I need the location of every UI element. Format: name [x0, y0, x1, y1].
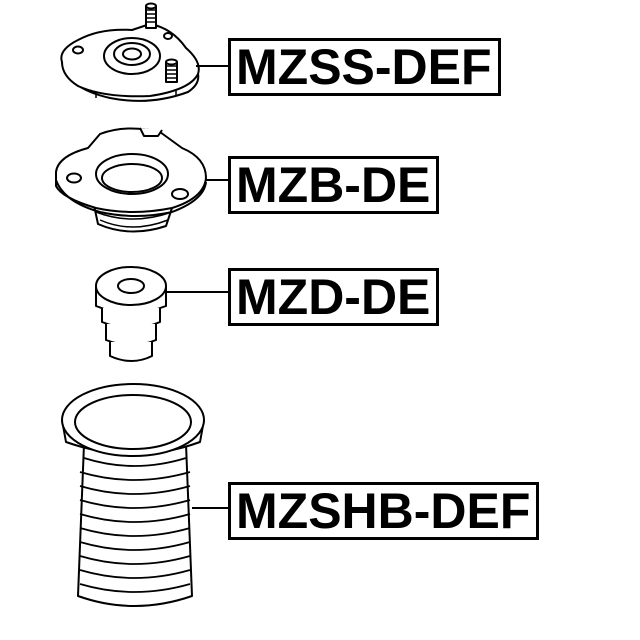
bump-stop-drawing — [95, 266, 167, 362]
part-code-label-bump-stop: MZD-DE — [228, 268, 440, 326]
shock-boot-drawing — [61, 383, 205, 607]
part-code-label-shock-boot: MZSHB-DEF — [228, 482, 540, 540]
leader-lines — [166, 65, 228, 509]
part-code-label-strut-bearing: MZB-DE — [228, 156, 440, 214]
strut-mount-drawing — [60, 2, 200, 102]
strut-bearing-drawing — [55, 127, 207, 233]
part-code-label-strut-mount: MZSS-DEF — [228, 38, 501, 96]
